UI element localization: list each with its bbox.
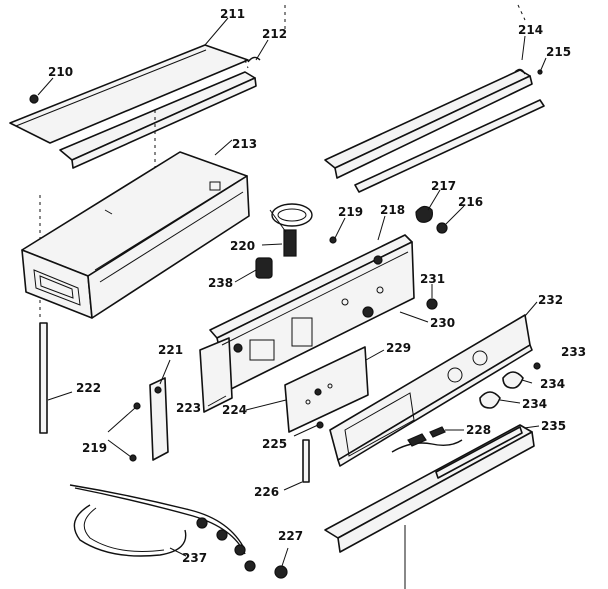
callout-234-lower: 234	[522, 397, 547, 411]
callout-223: 223	[176, 401, 201, 415]
control-mounting-panel	[199, 234, 415, 413]
callout-230: 230	[430, 316, 455, 330]
callout-224: 224	[222, 403, 247, 417]
callout-219-upper: 219	[338, 205, 363, 219]
nut-part-216	[436, 222, 448, 234]
circuit-board	[284, 346, 369, 433]
callout-222: 222	[76, 381, 101, 395]
thin-strip	[354, 69, 545, 193]
callout-234-upper: 234	[540, 377, 565, 391]
callout-212: 212	[262, 27, 287, 41]
bottom-trim-bar	[324, 424, 535, 589]
callout-226: 226	[254, 485, 279, 499]
top-rail	[324, 68, 533, 179]
callout-238: 238	[208, 276, 233, 290]
knob-part-234-upper	[502, 371, 524, 389]
small-part-233	[533, 362, 541, 370]
screw-part-219-lower	[129, 402, 141, 462]
callout-216: 216	[458, 195, 483, 209]
callout-211: 211	[220, 7, 245, 21]
callout-219-lower: 219	[82, 441, 107, 455]
rod-part-222	[39, 322, 48, 434]
callout-229: 229	[386, 341, 411, 355]
cover-channel-strip	[59, 56, 261, 169]
screw-part-210	[29, 94, 39, 104]
callout-225: 225	[262, 437, 287, 451]
control-panel-face	[329, 314, 533, 467]
knob-part-217	[415, 205, 433, 223]
callout-235: 235	[541, 419, 566, 433]
side-bracket	[149, 377, 169, 461]
callout-227: 227	[278, 529, 303, 543]
knob-part-234-lower	[479, 391, 501, 409]
callout-213: 213	[232, 137, 257, 151]
callout-220: 220	[230, 239, 255, 253]
top-cover-panel	[9, 44, 249, 144]
callout-231: 231	[420, 272, 445, 286]
grommet-part-227	[274, 565, 288, 579]
callout-218: 218	[380, 203, 405, 217]
callout-215: 215	[546, 45, 571, 59]
callout-210: 210	[48, 65, 73, 79]
leader-lines	[37, 17, 547, 567]
callout-233: 233	[561, 345, 586, 359]
sensor-coil	[269, 203, 313, 257]
callout-217: 217	[431, 179, 456, 193]
callout-221: 221	[158, 343, 183, 357]
callout-228: 228	[466, 423, 491, 437]
wire-connector-228	[391, 426, 463, 453]
clip-part-238	[255, 257, 273, 279]
callout-232: 232	[538, 293, 563, 307]
nut-part-231	[426, 298, 438, 310]
callout-labels: 210 211 212 213 214 215 216 217 218 219 …	[48, 7, 586, 565]
callout-214: 214	[518, 23, 543, 37]
screw-part-219-upper	[329, 236, 337, 244]
housing-box	[21, 151, 250, 319]
wire-harness	[69, 484, 256, 572]
callout-237: 237	[182, 551, 207, 565]
